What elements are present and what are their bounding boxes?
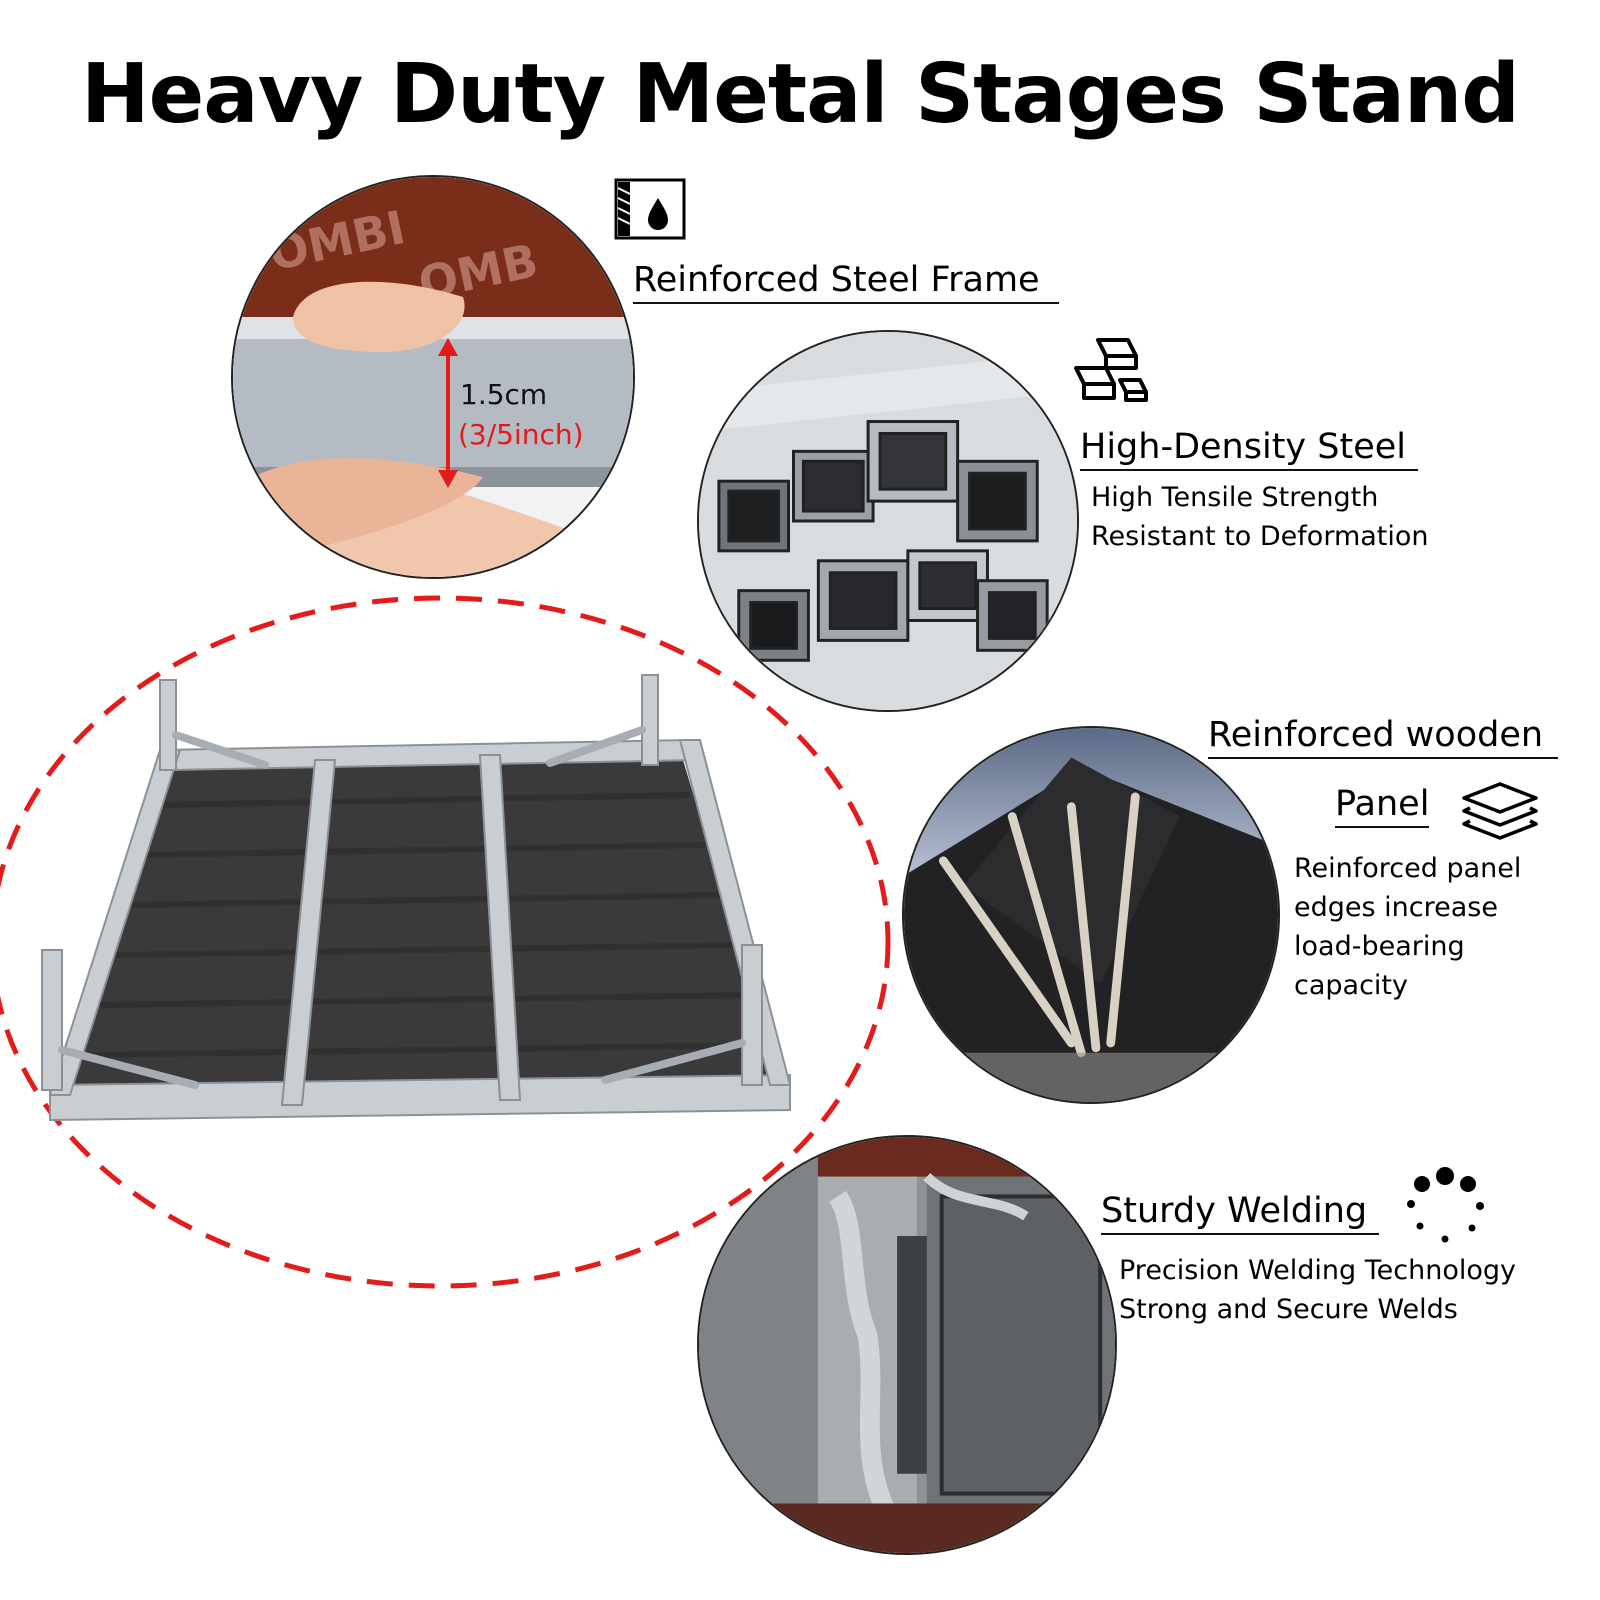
feature-desc-line: load-bearing [1294,931,1465,962]
feature-desc-line: capacity [1294,970,1408,1001]
feature-title-steel-frame: Reinforced Steel Frame [633,258,1059,304]
measure-value: 1.5cm [460,378,548,411]
feature-title-reinforced-wooden: Reinforced wooden [1208,713,1558,759]
feature-desc-line: Resistant to Deformation [1091,521,1429,552]
feature-desc-line: High Tensile Strength [1091,482,1379,513]
steel-tubes-photo [697,330,1079,712]
measure-arrow [438,338,458,488]
waterproof-panel-icon [614,178,686,240]
page-title: Heavy Duty Metal Stages Stand [81,47,1520,142]
welding-photo [697,1135,1117,1555]
loading-dots-icon [1402,1166,1488,1248]
steel-frame-photo: OMBI OMB [231,175,635,579]
stage-frame-photo [41,674,792,1122]
layers-icon [1460,780,1540,840]
feature-desc-line: Precision Welding Technology [1119,1255,1516,1286]
feature-desc-line: Reinforced panel [1294,853,1522,884]
feature-title-panel: Panel [1335,782,1430,828]
steel-bars-icon [1070,334,1160,406]
feature-desc-line: edges increase [1294,892,1498,923]
highlight-dashed-ellipse [0,595,891,1289]
measure-imperial: (3/5inch) [458,418,584,451]
feature-title-sturdy-welding: Sturdy Welding [1101,1189,1379,1235]
feature-title-high-density-steel: High-Density Steel [1080,425,1418,471]
feature-desc-line: Strong and Secure Welds [1119,1294,1458,1325]
wooden-panel-photo [902,726,1280,1104]
